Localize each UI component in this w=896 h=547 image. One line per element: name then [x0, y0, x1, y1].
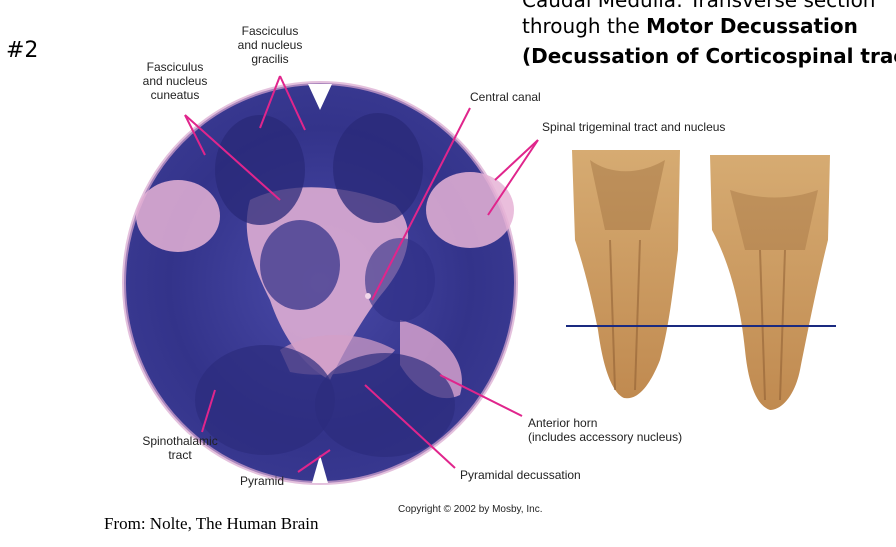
- label-anterior-horn: Anterior horn (includes accessory nucleu…: [528, 416, 682, 444]
- label-anterior-horn-line1: Anterior horn: [528, 416, 598, 430]
- title-line-2-bold: Motor Decussation: [646, 14, 858, 38]
- label-spinothalamic-line1: Spinothalamic: [142, 434, 218, 448]
- label-spinal-trigeminal: Spinal trigeminal tract and nucleus: [542, 120, 726, 134]
- title-line-2-prefix: through the: [522, 14, 647, 38]
- label-fasciculus-gracilis-line2: and nucleus: [237, 38, 303, 52]
- label-spinothalamic-line2: tract: [168, 448, 192, 462]
- label-pyramidal-decussation: Pyramidal decussation: [460, 468, 581, 482]
- label-fasciculus-gracilis-line3: gracilis: [251, 52, 289, 66]
- slide-number: #2: [6, 38, 39, 63]
- brainstem-photo-ventral: [710, 155, 830, 410]
- medulla-section-image: [122, 81, 518, 485]
- copyright-notice: Copyright © 2002 by Mosby, Inc.: [398, 504, 543, 515]
- label-fasciculus-cuneatus-line2: and nucleus: [142, 74, 208, 88]
- label-fasciculus-cuneatus: Fasciculus and nucleus cuneatus: [132, 60, 218, 102]
- source-citation: From: Nolte, The Human Brain: [104, 514, 319, 533]
- brainstem-photo-dorsal: [572, 150, 680, 399]
- label-fasciculus-cuneatus-line1: Fasciculus: [146, 60, 204, 74]
- label-spinothalamic: Spinothalamic tract: [134, 434, 226, 462]
- title-line-3: (Decussation of Corticospinal tract): [522, 44, 896, 68]
- label-pyramid: Pyramid: [240, 474, 285, 488]
- title-line-1: Caudal Medulla: Transverse section: [522, 0, 876, 12]
- title-line-2: through the Motor Decussation: [522, 14, 858, 38]
- label-central-canal: Central canal: [470, 90, 541, 104]
- label-fasciculus-gracilis-line1: Fasciculus: [241, 24, 299, 38]
- label-anterior-horn-line2: (includes accessory nucleus): [528, 430, 683, 444]
- label-fasciculus-gracilis: Fasciculus and nucleus gracilis: [230, 24, 310, 66]
- label-fasciculus-cuneatus-line3: cuneatus: [150, 88, 200, 102]
- leader-lines: [184, 75, 539, 473]
